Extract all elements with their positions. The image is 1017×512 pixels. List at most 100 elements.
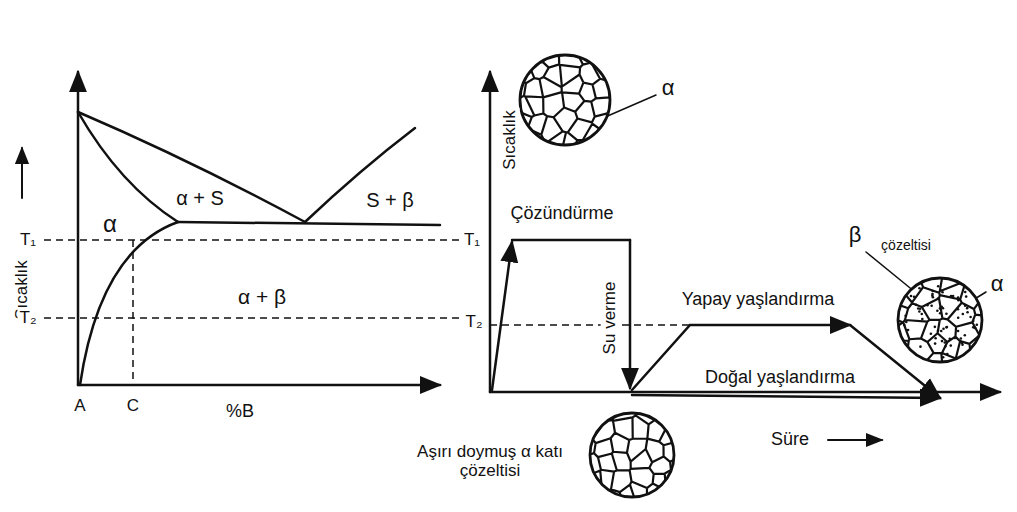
precipitate: [945, 312, 948, 315]
micro-outline: [898, 278, 982, 362]
aging-line: [632, 395, 940, 398]
phase-label: S + β: [364, 189, 416, 211]
precipitate: [954, 337, 957, 340]
axis-mark: C: [125, 397, 141, 416]
precipitate: [957, 296, 960, 299]
precipitate: [964, 291, 967, 294]
precipitate: [945, 326, 948, 329]
solidus: [78, 112, 178, 222]
dashed-line: [44, 239, 460, 241]
axis-title: Süre: [769, 430, 811, 450]
temperature-mark: T₂: [464, 313, 485, 332]
precipitate: [934, 342, 937, 345]
precipitate: [969, 316, 972, 319]
precipitate: [946, 326, 949, 329]
precipitate: [942, 356, 945, 359]
grain-boundaries: [500, 35, 630, 165]
phase-label: α: [101, 211, 119, 237]
axis-title: Sıcaklık: [501, 108, 520, 172]
precipitate: [944, 345, 947, 348]
precipitate: [907, 329, 910, 332]
temperature-mark: T₂: [18, 309, 39, 328]
dashed-line: [490, 324, 690, 326]
axis-arrow: [828, 439, 882, 441]
precipitate: [931, 290, 934, 293]
precipitate: [966, 311, 969, 314]
precipitate: [905, 321, 908, 324]
precipitate: [957, 299, 960, 302]
precipitate: [941, 340, 944, 343]
grain-boundaries: [878, 258, 1002, 382]
precipitate: [964, 304, 967, 307]
process-step: Çözündürme: [508, 204, 615, 224]
microstructure: [878, 258, 1002, 382]
precipitate: [919, 307, 922, 310]
precipitate: [942, 307, 945, 310]
precipitate: [904, 314, 907, 317]
precipitate: [965, 295, 968, 298]
precipitate: [915, 303, 918, 306]
precipitate: [926, 304, 929, 307]
precipitate: [910, 295, 913, 298]
precipitate: [934, 337, 937, 340]
axis-arrow: [21, 148, 23, 198]
eutectic-line: [178, 222, 440, 225]
precipitate: [918, 287, 921, 290]
precipitate: [957, 317, 960, 320]
solvus: [80, 222, 178, 385]
heating-line: [492, 242, 512, 390]
precipitate: [972, 326, 975, 329]
axis: [490, 391, 1000, 394]
precipitate: [972, 320, 975, 323]
liquidus: [78, 112, 305, 222]
precipitate: [931, 293, 934, 296]
phase-label: çözeltisi: [879, 238, 933, 253]
temperature-mark: T₁: [18, 231, 38, 250]
precipitate: [976, 323, 979, 326]
micro-outline: [520, 55, 610, 145]
leader-line: [866, 252, 915, 292]
precipitate: [960, 337, 963, 340]
process-step: Yapay yaşlandırma: [680, 290, 837, 310]
precipitate: [921, 318, 924, 321]
precipitate: [930, 304, 933, 307]
dashed-line: [132, 240, 134, 385]
precipitate: [966, 307, 969, 310]
precipitate: [949, 344, 952, 347]
precipitate: [920, 313, 923, 316]
precipitate: [940, 330, 943, 333]
phase-label: α: [989, 272, 1006, 296]
precipitate: [952, 295, 955, 298]
precipitate: [936, 309, 939, 312]
liquidus: [305, 128, 415, 222]
precipitate: [962, 313, 965, 316]
precipitate: [937, 297, 940, 300]
axis-title: %B: [224, 402, 256, 422]
precipitate: [930, 332, 933, 335]
precipitate: [957, 308, 960, 311]
precipitate: [937, 285, 940, 288]
axis: [77, 72, 80, 385]
precipitate: [941, 291, 944, 294]
process-step: Su verme: [601, 280, 620, 357]
precipitate: [913, 295, 916, 298]
precipitate: [918, 310, 921, 313]
process-step: Doğal yaşlandırma: [703, 368, 857, 388]
precipitate: [943, 341, 946, 344]
phase-label: α: [660, 76, 677, 100]
micro-outline: [590, 413, 674, 497]
precipitate: [948, 337, 951, 340]
precipitate: [932, 296, 935, 299]
precipitate: [903, 324, 906, 327]
precipitate: [961, 343, 964, 346]
precipitate: [964, 334, 967, 337]
quench-line: [629, 240, 632, 388]
phase-label: α + β: [236, 285, 288, 308]
precipitate: [937, 329, 940, 332]
axis: [489, 72, 492, 392]
precipitate: [957, 330, 960, 333]
microstructure: [570, 393, 694, 512]
microstructure: [500, 35, 630, 165]
grain-boundaries: [570, 393, 694, 512]
